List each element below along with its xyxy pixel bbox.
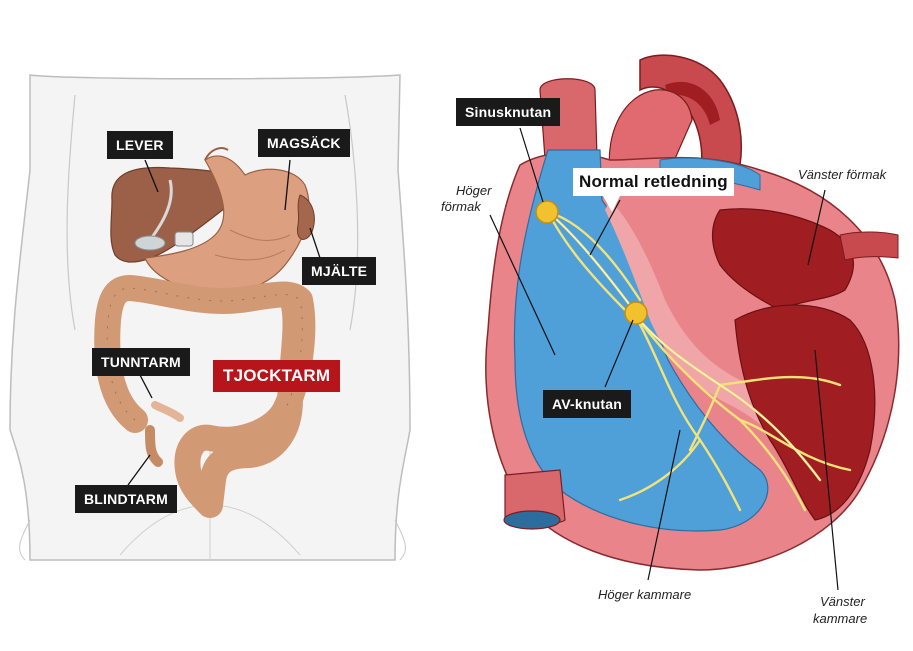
label-mjalte: MJÄLTE	[302, 257, 377, 285]
label-hoger-formak-line1: Höger	[456, 183, 492, 198]
label-lever: LEVER	[107, 131, 173, 159]
normal-retledning-pointer	[603, 196, 620, 212]
abdomen-leader-lines	[127, 159, 321, 486]
label-normal-retledning: Normal retledning	[573, 168, 734, 196]
av-node-icon	[624, 301, 648, 325]
label-vanster-kammare-line1: Vänster	[820, 594, 865, 609]
label-sinusknutan: Sinusknutan	[456, 98, 561, 126]
label-magsack: MAGSÄCK	[258, 129, 350, 157]
sinus-node-icon	[535, 200, 559, 224]
label-vanster-kammare-line2: kammare	[813, 611, 868, 626]
heart-illustration	[485, 54, 900, 571]
label-hoger-kammare: Höger kammare	[598, 587, 692, 602]
torso-outline	[9, 74, 411, 561]
large-intestine	[94, 275, 316, 518]
label-hoger-formak-line2: förmak	[441, 199, 481, 214]
label-tjocktarm: TJOCKTARM	[213, 360, 341, 392]
label-tunntarm: TUNNTARM	[92, 348, 190, 376]
heart-leader-lines	[489, 127, 839, 591]
label-vanster-formak: Vänster förmak	[798, 167, 887, 182]
label-blindtarm: BLINDTARM	[75, 485, 177, 513]
liver-organ	[110, 166, 251, 263]
label-av-knutan: AV-knutan	[543, 390, 631, 418]
stomach-organ	[144, 147, 310, 295]
